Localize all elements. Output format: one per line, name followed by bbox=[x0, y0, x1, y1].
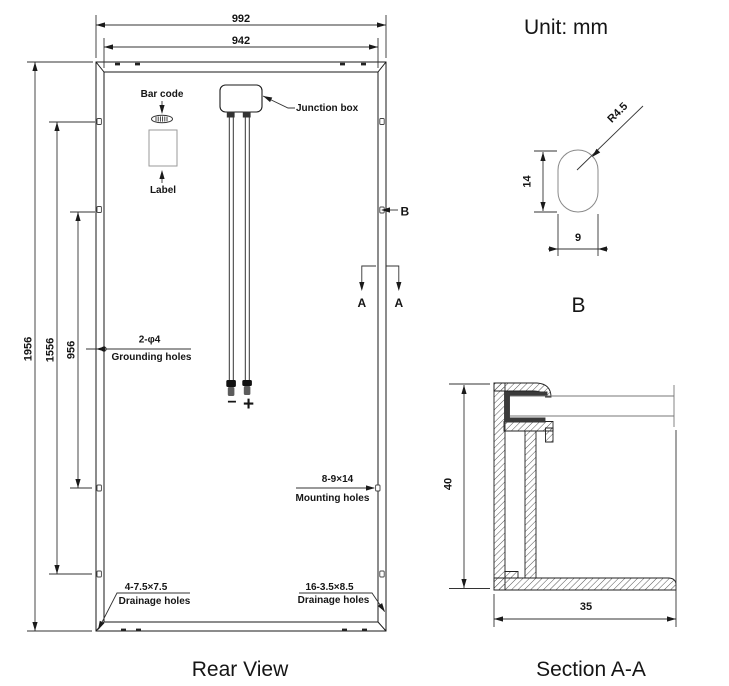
section-aa-caption: Section A-A bbox=[536, 658, 646, 681]
detail-b-width: 9 bbox=[575, 232, 581, 244]
drainage-left-name: Drainage holes bbox=[119, 596, 191, 607]
connectors bbox=[226, 380, 252, 396]
marker-b: B bbox=[401, 205, 410, 219]
drainage-right-name: Drainage holes bbox=[298, 595, 370, 606]
drainage-right-spec: 16-3.5×8.5 bbox=[305, 582, 354, 593]
corner-chamfer bbox=[378, 62, 386, 72]
frame-rib bbox=[525, 431, 536, 578]
section-aa-dimensions bbox=[449, 384, 676, 627]
bar-code bbox=[152, 115, 173, 123]
mounting-hole bbox=[380, 119, 384, 125]
arrowheads bbox=[32, 22, 676, 631]
corner-chamfer bbox=[96, 62, 104, 72]
junction-box-label: Junction box bbox=[296, 103, 359, 114]
mounting-hole bbox=[97, 571, 101, 577]
dim-glass-width: 942 bbox=[232, 35, 250, 47]
panel-outer-frame bbox=[96, 62, 386, 631]
grounding-spec: 2-φ4 bbox=[139, 335, 161, 346]
frame-slot-hook bbox=[546, 428, 554, 442]
mounting-hole bbox=[97, 119, 101, 125]
polarity-plus: + bbox=[243, 394, 254, 415]
dim-outer-height: 1956 bbox=[23, 337, 35, 361]
polarity-minus: − bbox=[227, 394, 236, 411]
detail-b-caption: B bbox=[571, 294, 585, 317]
section-cut-a-left bbox=[362, 266, 376, 289]
dim-mounting-span-inner: 956 bbox=[66, 341, 78, 359]
gasket-side bbox=[505, 392, 510, 422]
frame-bottom-flange bbox=[494, 578, 676, 590]
dimension-lines bbox=[27, 15, 386, 631]
mounting-hole bbox=[97, 207, 101, 213]
bar-code-stripes bbox=[156, 116, 167, 121]
marker-a-right: A bbox=[394, 296, 403, 310]
section-aa-profile bbox=[494, 383, 676, 590]
frame-top-lip bbox=[494, 383, 551, 397]
drainage-left-leader bbox=[99, 593, 191, 629]
section-cut-a-right bbox=[386, 266, 399, 289]
connector-minus bbox=[226, 380, 236, 387]
rear-view-caption: Rear View bbox=[192, 658, 289, 681]
section-aa-width: 35 bbox=[580, 601, 592, 613]
gasket-bottom bbox=[505, 418, 545, 422]
drainage-left-spec: 4-7.5×7.5 bbox=[125, 582, 168, 593]
mounting-hole bbox=[97, 485, 101, 491]
section-aa-height: 40 bbox=[443, 478, 455, 490]
mounting-hole bbox=[380, 571, 384, 577]
cable-gland bbox=[242, 111, 251, 118]
junction-box bbox=[220, 85, 262, 118]
cable-gland bbox=[226, 111, 235, 118]
unit-note: Unit: mm bbox=[524, 16, 608, 39]
frame-edge-marks bbox=[115, 62, 367, 632]
label-box bbox=[149, 130, 177, 166]
detail-b-height: 14 bbox=[522, 175, 534, 188]
grounding-name: Grounding holes bbox=[112, 352, 192, 363]
cables bbox=[229, 118, 249, 382]
marker-a-left: A bbox=[357, 296, 366, 310]
mounting-name: Mounting holes bbox=[296, 493, 370, 504]
dim-mounting-span-outer: 1556 bbox=[45, 338, 57, 362]
connector-plus bbox=[242, 380, 252, 386]
mounting-hole bbox=[376, 485, 380, 491]
radius-leader bbox=[577, 106, 643, 170]
panel-rear-view bbox=[96, 62, 386, 631]
oblong-hole bbox=[558, 150, 598, 212]
label-label: Label bbox=[150, 185, 176, 196]
corner-chamfer bbox=[378, 622, 386, 631]
frame-wall bbox=[494, 383, 505, 590]
mounting-holes bbox=[97, 119, 384, 578]
detail-b bbox=[534, 106, 643, 256]
dim-outer-width: 992 bbox=[232, 13, 250, 25]
gasket-top bbox=[505, 392, 547, 396]
mounting-spec: 8-9×14 bbox=[322, 474, 354, 485]
frame-step bbox=[505, 572, 518, 579]
junction-box-leader bbox=[263, 96, 295, 108]
bar-code-label: Bar code bbox=[141, 89, 184, 100]
